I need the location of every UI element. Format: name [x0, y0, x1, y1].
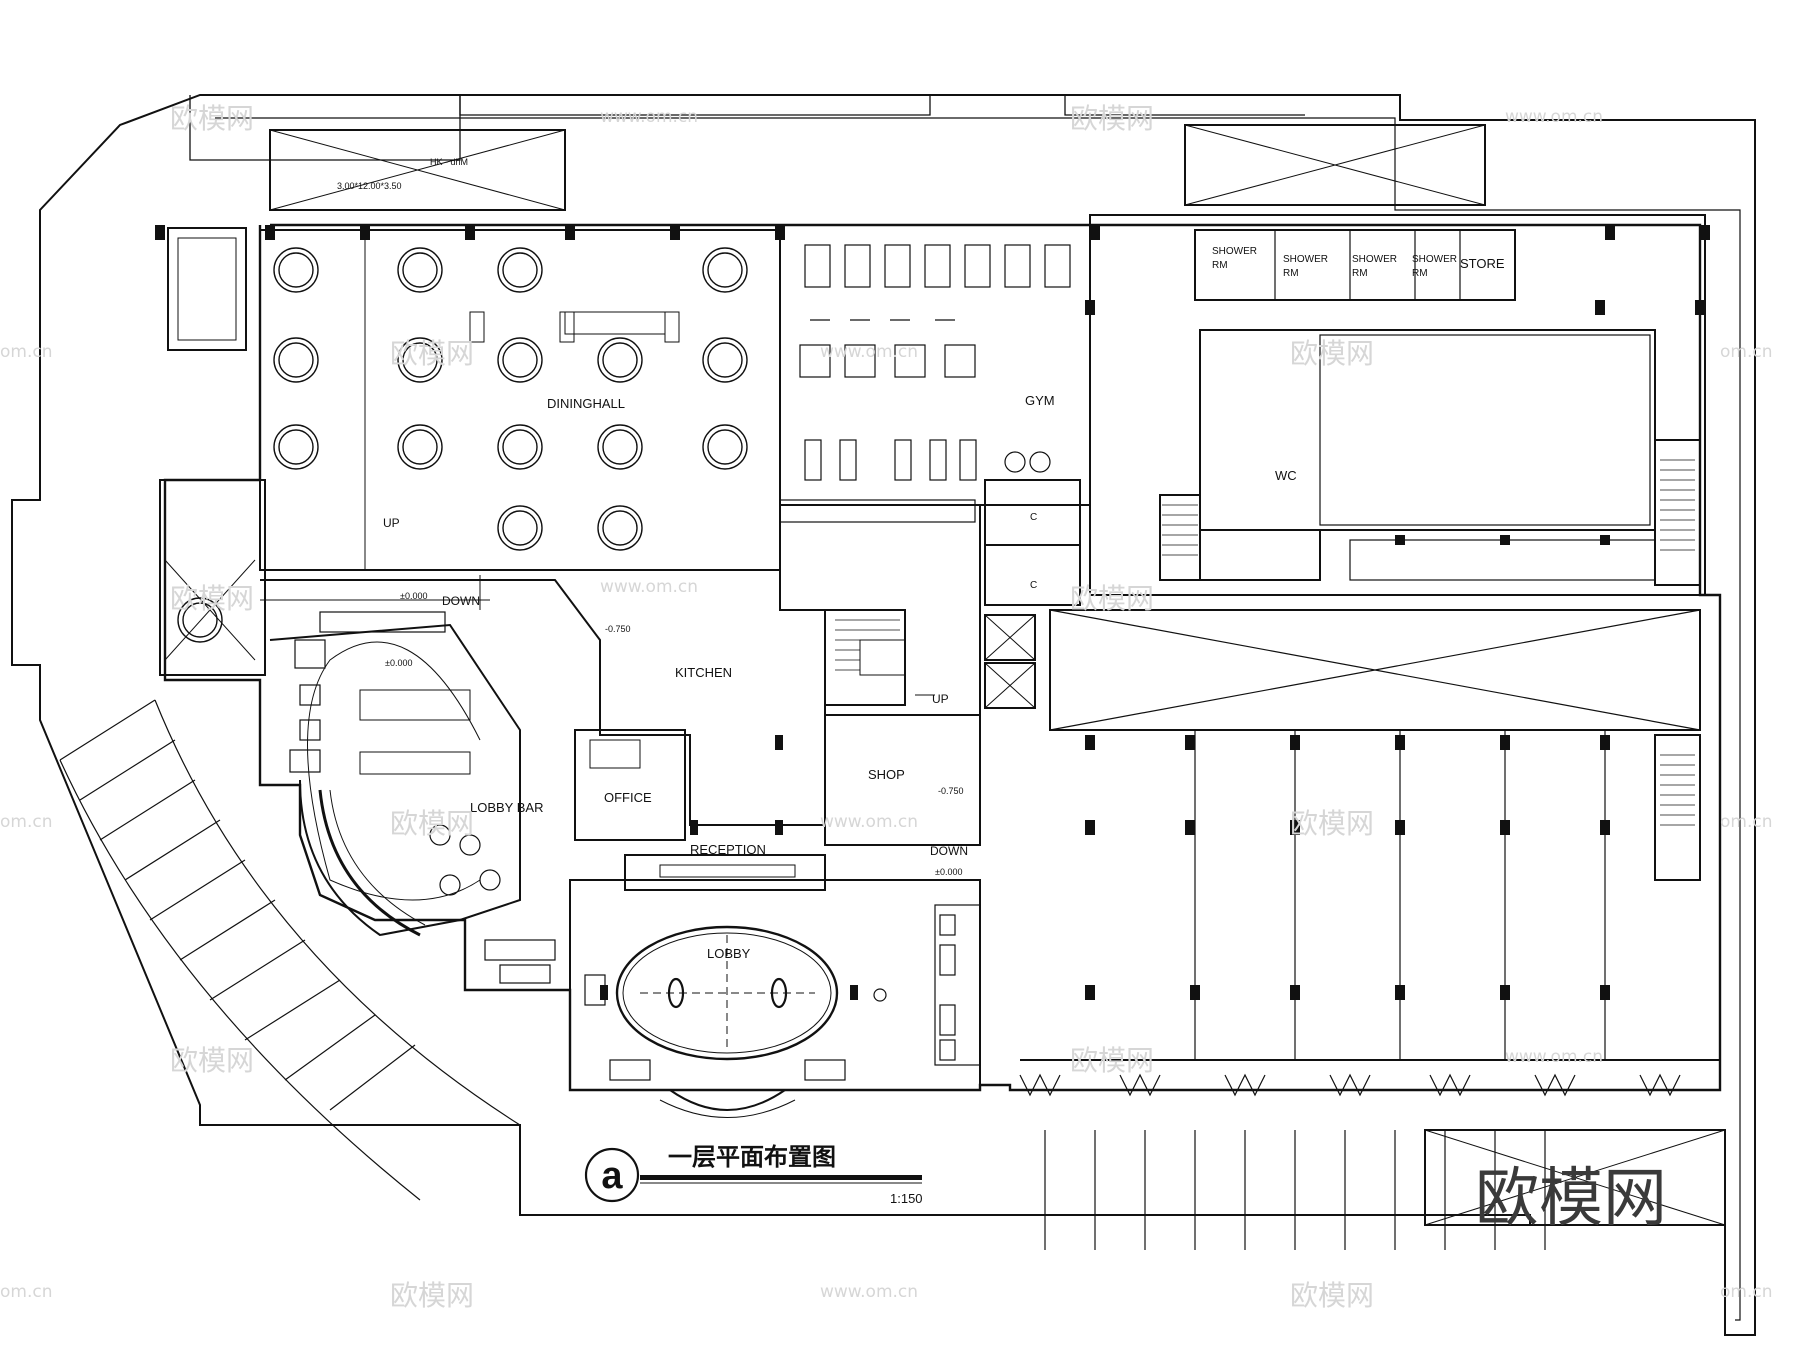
pool: [167, 227, 247, 351]
corner-watermark: 欧模网: [1475, 1162, 1667, 1236]
room-label-shower-4-rm: RM: [1412, 268, 1428, 279]
parking-stripes-bottom: [1044, 1130, 1546, 1250]
title-marker: a: [601, 1155, 623, 1197]
room-label-shower-2: SHOWER: [1283, 254, 1328, 265]
stair-up-label-1: UP: [383, 516, 400, 530]
watermark-url: om.cn: [1720, 812, 1773, 832]
lobby-bar-room: [269, 623, 521, 937]
room-label-shower-3-rm: RM: [1352, 268, 1368, 279]
watermark-url: www.om.cn: [820, 1282, 918, 1302]
shower-block: [1194, 229, 1516, 301]
room-label-store: STORE: [1460, 256, 1505, 271]
title-underline: [640, 1175, 922, 1180]
watermark-brand: 欧模网: [1070, 1044, 1154, 1077]
watermark-url: om.cn: [1720, 342, 1773, 362]
stair-down-label-1: DOWN: [442, 594, 480, 608]
room-label-dininghall: DININGHALL: [547, 396, 625, 411]
watermark-url: www.om.cn: [600, 107, 698, 127]
room-label-shower-1-rm: RM: [1212, 260, 1228, 271]
gym-room: [779, 224, 1091, 506]
room-label-shower-2-rm: RM: [1283, 268, 1299, 279]
watermark-layer: 欧模网 欧模网 欧模网 欧模网 欧模网 欧模网 欧模网 欧模网 欧模网 欧模网 …: [170, 102, 1374, 1312]
room-label-shower-1: SHOWER: [1212, 246, 1257, 257]
watermark-brand: 欧模网: [170, 1044, 254, 1077]
lobby-room: [569, 879, 981, 1091]
top-dimension-note: 3.00*12.00*3.50: [337, 181, 402, 191]
title-marker-circle: [584, 1147, 640, 1203]
gym-equipment: [799, 244, 1071, 481]
watermark-url: www.om.cn: [1505, 107, 1603, 127]
stair-lower: [1654, 734, 1701, 881]
room-label-shower-3: SHOWER: [1352, 254, 1397, 265]
watermark-url: www.om.cn: [820, 812, 918, 832]
dining-buffet: [469, 311, 680, 343]
watermark-brand: 欧模网: [390, 807, 474, 840]
watermark-brand: 欧模网: [390, 1279, 474, 1312]
watermark-url: om.cn: [1720, 1282, 1773, 1302]
room-label-shop: SHOP: [868, 767, 905, 782]
room-label-lobby-bar: LOBBY BAR: [470, 800, 543, 815]
lounge-room: [159, 479, 266, 676]
lobby-oval: [615, 925, 839, 1061]
reception-desk: [624, 854, 826, 891]
room-label-wc-small-1: C: [1030, 512, 1037, 523]
room-label-wc: WC: [1275, 468, 1297, 483]
dininghall-room: [259, 229, 781, 571]
watermark-url-layer: www.om.cn www.om.cn om.cn www.om.cn om.c…: [0, 107, 1773, 1302]
watermark-brand: 欧模网: [170, 582, 254, 615]
office-room: [574, 729, 686, 841]
room-label-wc-small-2: C: [1030, 580, 1037, 591]
stair-up-label-2: UP: [932, 692, 949, 706]
watermark-brand: 欧模网: [1290, 1279, 1374, 1312]
room-label-kitchen: KITCHEN: [675, 665, 732, 680]
structural-columns: [155, 225, 1710, 1000]
stair-upper: [1654, 439, 1701, 586]
watermark-brand: 欧模网: [390, 337, 474, 370]
dining-tables: [177, 247, 748, 643]
room-label-shower-4: SHOWER: [1412, 254, 1457, 265]
drawing-scale: 1:150: [890, 1191, 923, 1206]
kitchen-room: [520, 504, 981, 826]
watermark-brand: 欧模网: [1290, 807, 1374, 840]
level-mark-3: ±0.000: [935, 867, 962, 877]
watermark-brand: 欧模网: [1290, 337, 1374, 370]
watermark-url: om.cn: [0, 812, 53, 832]
room-label-gym: GYM: [1025, 393, 1055, 408]
bottom-doors: [1019, 1073, 1681, 1097]
lobby-seating: [289, 639, 981, 1081]
watermark-brand: 欧模网: [170, 102, 254, 135]
title-block: a 一层平面布置图 1:150: [584, 1143, 923, 1206]
column-lines: [1194, 730, 1606, 1060]
room-label-office: OFFICE: [604, 790, 652, 805]
watermark-url: om.cn: [0, 342, 53, 362]
level-mark-2: ±0.000: [385, 658, 412, 668]
stair-down-label-2: DOWN: [930, 844, 968, 858]
watermark-url: www.om.cn: [1505, 1047, 1603, 1067]
top-symbol-note: HK - dhM: [430, 157, 468, 167]
parking-stripes-left: [59, 699, 521, 1201]
elevator-1: [984, 614, 1036, 661]
elevator-2: [984, 662, 1036, 709]
wc-court: [1199, 329, 1656, 531]
room-label-lobby: LOBBY: [707, 946, 751, 961]
level-mark-1: ±0.000: [400, 591, 427, 601]
room-label-reception: RECEPTION: [690, 842, 766, 857]
toilets: [984, 479, 1081, 606]
watermark-brand: 欧模网: [1070, 582, 1154, 615]
level-mark-shop: -0.750: [938, 786, 964, 796]
level-mark-kitchen: -0.750: [605, 624, 631, 634]
shop-room: [824, 714, 981, 846]
watermark-brand: 欧模网: [1070, 102, 1154, 135]
drawing-title: 一层平面布置图: [668, 1143, 836, 1171]
watermark-url: om.cn: [0, 1282, 53, 1302]
watermark-url: www.om.cn: [820, 342, 918, 362]
watermark-url: www.om.cn: [600, 577, 698, 597]
